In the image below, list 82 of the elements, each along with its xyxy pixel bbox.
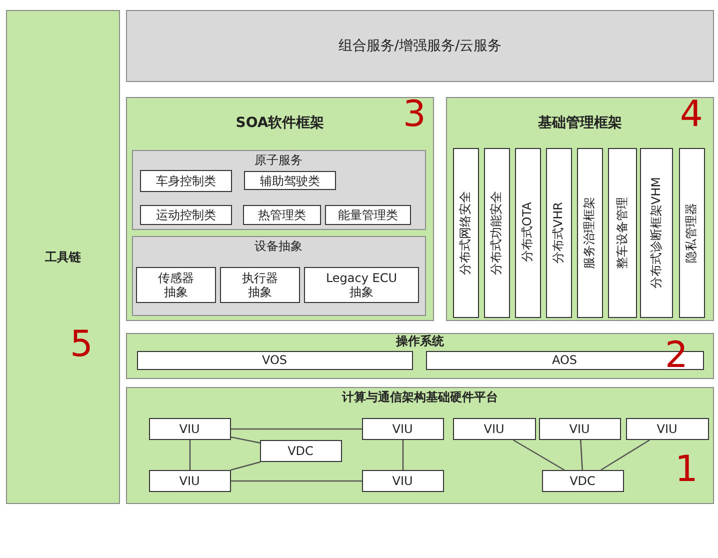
- panel-title: 原子服务: [254, 152, 302, 166]
- module-label: VIU: [392, 422, 413, 436]
- module-box: [140, 205, 232, 225]
- module-label: VIU: [484, 422, 504, 436]
- callout-number: 5: [70, 327, 93, 363]
- connector-line: [230, 461, 260, 471]
- panel-title: 组合服务/增强服务/云服务: [338, 39, 502, 53]
- module-box: [484, 148, 510, 318]
- connector-line: [600, 439, 650, 471]
- module-box: [244, 171, 336, 190]
- module-box: [362, 470, 444, 492]
- callout-number: 3: [403, 97, 426, 133]
- layer-panel: [126, 387, 714, 504]
- module-box: [452, 418, 536, 440]
- module-label: VIU: [179, 474, 200, 488]
- module-box: [452, 148, 478, 318]
- connector-line: [231, 480, 362, 482]
- layer-panel: [126, 10, 714, 82]
- module-box: [148, 418, 230, 440]
- module-label: 分布式OTA: [519, 202, 535, 263]
- module-box: [220, 267, 300, 303]
- module-label: VIU: [179, 422, 200, 436]
- panel-title: 设备抽象: [254, 238, 302, 252]
- module-label: 整车设备管理: [614, 196, 630, 268]
- module-box: [136, 267, 216, 303]
- module-label: VDC: [288, 444, 314, 458]
- module-label: VIU: [392, 474, 413, 488]
- module-label: 运动控制类: [156, 208, 216, 222]
- module-label: 热管理类: [258, 208, 306, 222]
- connector-line: [402, 440, 404, 470]
- callout-number: 1: [675, 452, 698, 488]
- module-label: 隐私管理器: [683, 202, 699, 262]
- module-label: 执行器抽象: [241, 271, 279, 299]
- module-box: [542, 470, 624, 492]
- module-box: [243, 205, 321, 225]
- module-label: VDC: [570, 474, 596, 488]
- module-label: 能量管理类: [338, 208, 398, 222]
- module-box: [304, 267, 419, 303]
- module-label: VIU: [569, 422, 590, 436]
- panel-title: 操作系统: [396, 334, 444, 348]
- module-box: [640, 148, 672, 318]
- panel-title: 基础管理框架: [538, 116, 622, 130]
- module-label: 辅助驾驶类: [260, 174, 320, 188]
- module-label: 车身控制类: [156, 174, 216, 188]
- module-label: 分布式VHR: [550, 202, 566, 264]
- module-box: [148, 470, 230, 492]
- callout-number: 4: [680, 97, 703, 133]
- module-label: 传感器抽象: [157, 271, 195, 299]
- connector-line: [512, 439, 565, 471]
- connector-line: [230, 436, 260, 444]
- layer-panel: [6, 10, 120, 504]
- module-box: [140, 170, 232, 192]
- module-box: [362, 418, 444, 440]
- module-label: 服务治理框架: [581, 196, 597, 268]
- connector-line: [189, 440, 191, 470]
- module-box: [678, 148, 704, 318]
- module-box: [260, 440, 342, 462]
- layer-panel: [446, 97, 714, 321]
- connector-line: [231, 428, 362, 430]
- module-box: [546, 148, 572, 318]
- module-label: 分布式功能安全: [488, 190, 504, 274]
- panel-title: 计算与通信架构基础硬件平台: [342, 390, 498, 404]
- module-box: [538, 418, 620, 440]
- layer-panel: [132, 236, 426, 316]
- module-box: [325, 205, 411, 225]
- module-box: [514, 148, 540, 318]
- panel-title: SOA软件框架: [236, 116, 324, 130]
- connector-line: [580, 440, 584, 470]
- layer-panel: [126, 97, 434, 321]
- module-label: AOS: [552, 353, 578, 367]
- layer-panel: [126, 333, 714, 379]
- module-box: [608, 148, 636, 318]
- module-label: VOS: [262, 353, 288, 367]
- module-box: [136, 350, 412, 370]
- panel-title: 工具链: [45, 250, 81, 264]
- module-box: [576, 148, 602, 318]
- module-box: [626, 418, 708, 440]
- layer-panel: [132, 150, 426, 230]
- module-label: 分布式网络安全: [457, 190, 473, 274]
- module-label: VIU: [656, 422, 678, 436]
- module-label: Legacy ECU 抽象: [324, 271, 398, 299]
- module-label: 分布式诊断框架VHM: [648, 176, 664, 288]
